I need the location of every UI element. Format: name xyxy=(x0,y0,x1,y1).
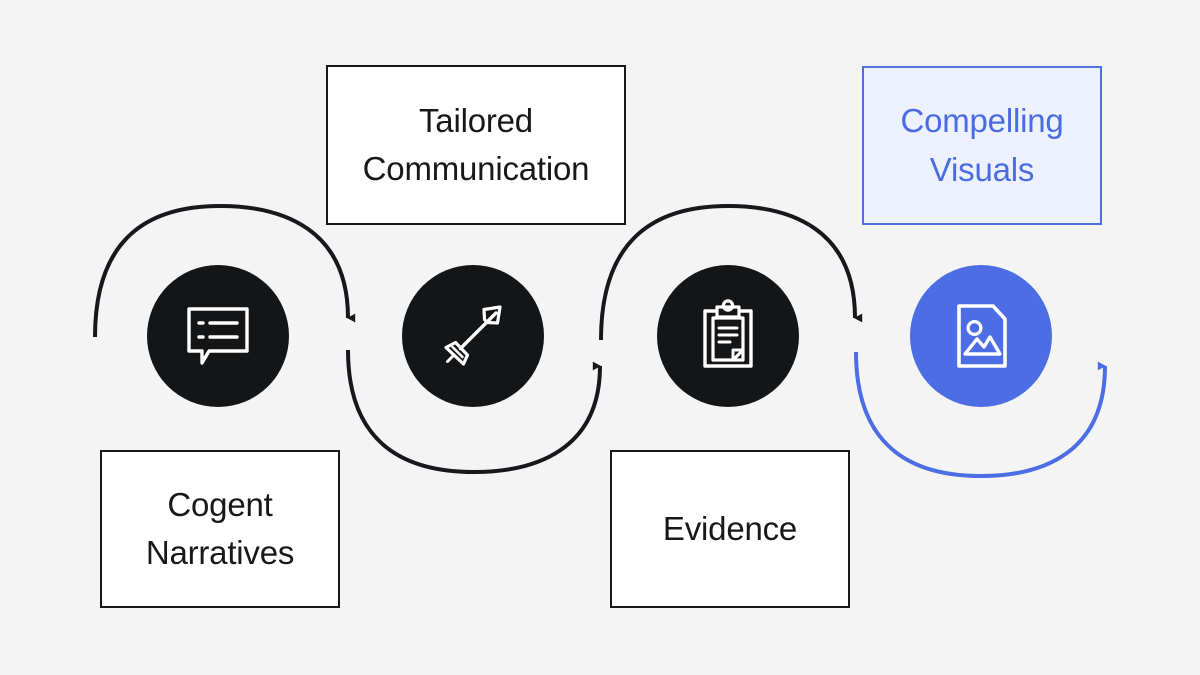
arrow-dart-icon xyxy=(434,297,512,375)
icon-circle-tailored-communication[interactable] xyxy=(402,265,544,407)
clipboard-document-icon xyxy=(690,298,766,374)
node-box-evidence[interactable]: Evidence xyxy=(610,450,850,608)
image-file-icon xyxy=(943,298,1019,374)
node-label-cogent-narratives: Cogent Narratives xyxy=(145,485,295,572)
node-box-compelling-visuals[interactable]: Compelling Visuals xyxy=(862,66,1102,225)
speech-bubble-list-icon xyxy=(181,299,255,373)
node-box-cogent-narratives[interactable]: Cogent Narratives xyxy=(100,450,340,608)
node-box-tailored-communication[interactable]: Tailored Communication xyxy=(326,65,626,225)
node-label-evidence: Evidence xyxy=(662,509,798,547)
icon-circle-cogent-narratives[interactable] xyxy=(147,265,289,407)
node-label-tailored-communication: Tailored Communication xyxy=(362,101,590,188)
icon-circle-compelling-visuals[interactable] xyxy=(910,265,1052,407)
icon-circle-evidence[interactable] xyxy=(657,265,799,407)
node-label-compelling-visuals: Compelling Visuals xyxy=(900,102,1064,188)
